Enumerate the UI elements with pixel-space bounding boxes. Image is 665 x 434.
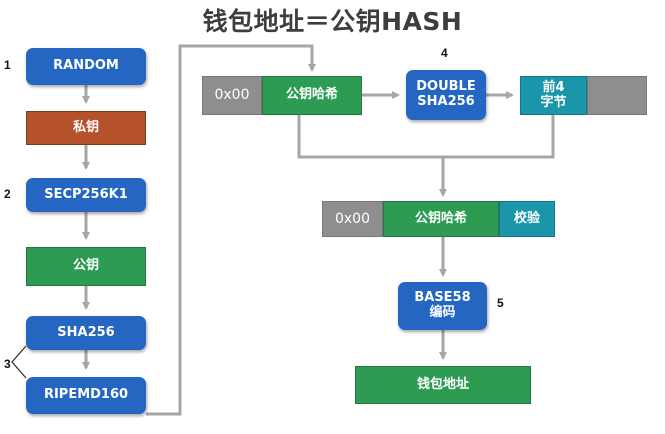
pubkey-hash-top: 公钥哈希 xyxy=(262,76,362,115)
private-key-box: 私钥 xyxy=(26,111,146,145)
double-sha256-box: DOUBLE SHA256 xyxy=(406,70,486,120)
step-number-2: 2 xyxy=(4,187,11,201)
step-number-3: 3 xyxy=(4,357,11,371)
sha256-box: SHA256 xyxy=(26,316,146,350)
step-number-1: 1 xyxy=(4,58,11,72)
diagram-title: 钱包地址＝公钥HASH xyxy=(202,7,463,36)
wallet-address-box: 钱包地址 xyxy=(355,366,531,404)
base58-box: BASE58 编码 xyxy=(398,282,487,330)
random-box: RANDOM xyxy=(26,48,146,85)
secp256k1-box: SECP256K1 xyxy=(26,178,146,212)
step-number-5: 5 xyxy=(497,296,504,310)
checksum-box: 校验 xyxy=(499,201,555,237)
version-prefix-top: 0x00 xyxy=(202,76,262,115)
public-key-box: 公钥 xyxy=(26,247,146,286)
line-hash-down xyxy=(297,115,555,159)
step-number-4: 4 xyxy=(441,46,448,60)
remaining-bytes-box xyxy=(587,76,647,115)
pubkey-hash-mid: 公钥哈希 xyxy=(383,201,499,237)
ripemd160-box: RIPEMD160 xyxy=(26,377,146,414)
step-3-bracket xyxy=(11,345,27,379)
first-4-bytes-box: 前4 字节 xyxy=(520,76,587,115)
version-prefix-mid: 0x00 xyxy=(322,201,383,237)
arrow-ripemd-to-hash xyxy=(146,44,316,416)
